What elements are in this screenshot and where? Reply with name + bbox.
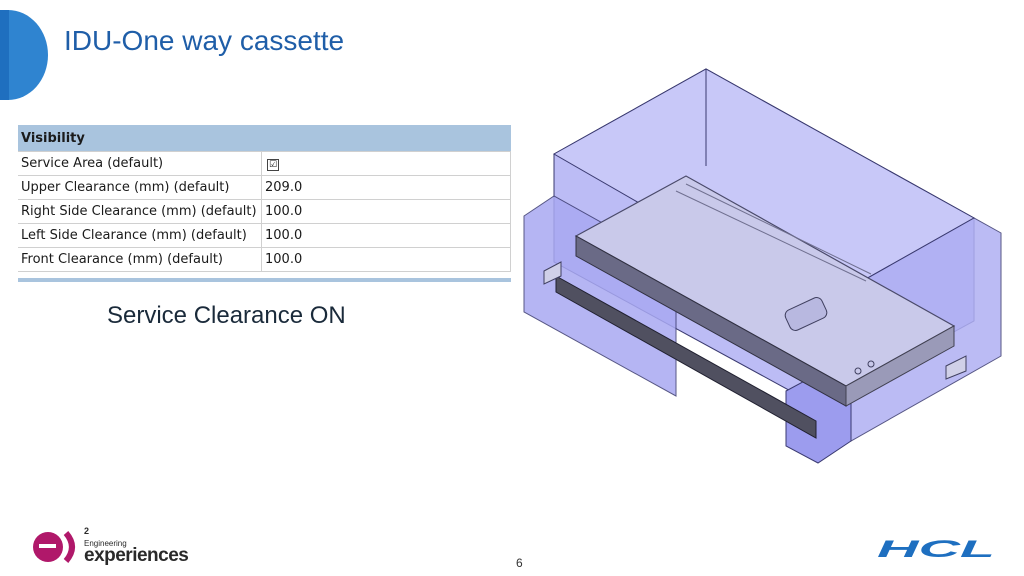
- inspection-hatch: [784, 297, 828, 331]
- row-value[interactable]: 100.0: [261, 199, 511, 224]
- unit-side-face: [845, 325, 955, 407]
- caption: Service Clearance ON: [107, 302, 346, 329]
- row-value[interactable]: 100.0: [261, 247, 511, 272]
- hcl-logo-text: HCL: [877, 536, 995, 560]
- table-row[interactable]: Upper Clearance (mm) (default) 209.0: [18, 175, 511, 200]
- table-header-blank: [261, 125, 511, 152]
- row-label: Upper Clearance (mm) (default): [18, 175, 262, 200]
- accent-bar: [0, 10, 48, 100]
- table-row[interactable]: Right Side Clearance (mm) (default) 100.…: [18, 199, 511, 224]
- row-label: Front Clearance (mm) (default): [18, 247, 262, 272]
- page-number: 6: [516, 556, 523, 570]
- slide-title: IDU-One way cassette: [64, 25, 345, 56]
- row-value-checkbox[interactable]: ☑: [261, 151, 511, 176]
- properties-table: Visibility Service Area (default) ☑ Uppe…: [18, 125, 511, 272]
- hcl-logo: HCL: [877, 536, 995, 560]
- table-footer-bar: [18, 278, 511, 282]
- row-label: Right Side Clearance (mm) (default): [18, 199, 262, 224]
- logo-line2: experiences: [84, 545, 189, 566]
- logo-line1: Engineering: [84, 539, 127, 548]
- logo-superscript: 2: [84, 526, 90, 536]
- table-header-label: Visibility: [18, 125, 262, 152]
- unit-grille: [555, 275, 817, 439]
- row-label: Service Area (default): [18, 151, 262, 176]
- checkbox-icon[interactable]: ☑: [267, 159, 279, 171]
- table-row[interactable]: Front Clearance (mm) (default) 100.0: [18, 247, 511, 272]
- engineering-experiences-logo: [33, 531, 75, 563]
- row-value[interactable]: 100.0: [261, 223, 511, 248]
- table-header-row: Visibility: [18, 125, 511, 152]
- row-label: Left Side Clearance (mm) (default): [18, 223, 262, 248]
- cassette-3d-model-image: [523, 68, 1002, 464]
- table-row[interactable]: Service Area (default) ☑: [18, 151, 511, 176]
- row-value[interactable]: 209.0: [261, 175, 511, 200]
- table-row[interactable]: Left Side Clearance (mm) (default) 100.0: [18, 223, 511, 248]
